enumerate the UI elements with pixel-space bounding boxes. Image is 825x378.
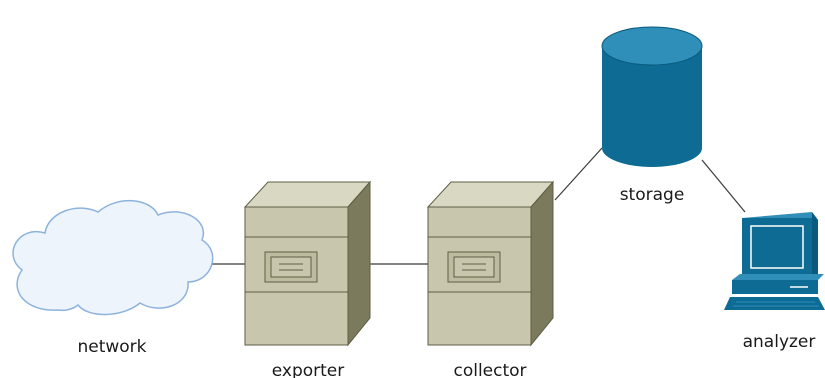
storage-database-icon — [601, 26, 703, 167]
analyzer-label: analyzer — [743, 332, 816, 352]
storage-label: storage — [620, 185, 685, 205]
exporter-server-icon — [243, 180, 372, 347]
connector-collector-storage — [554, 147, 603, 201]
collector-label: collector — [453, 361, 526, 378]
network-label: network — [77, 337, 146, 357]
analyzer-computer-icon — [724, 212, 825, 310]
connector-storage-analyzer — [701, 159, 746, 213]
collector-server-icon — [426, 180, 555, 347]
connectors — [200, 147, 746, 265]
exporter-label: exporter — [272, 361, 345, 378]
network-cloud-icon — [12, 199, 214, 316]
